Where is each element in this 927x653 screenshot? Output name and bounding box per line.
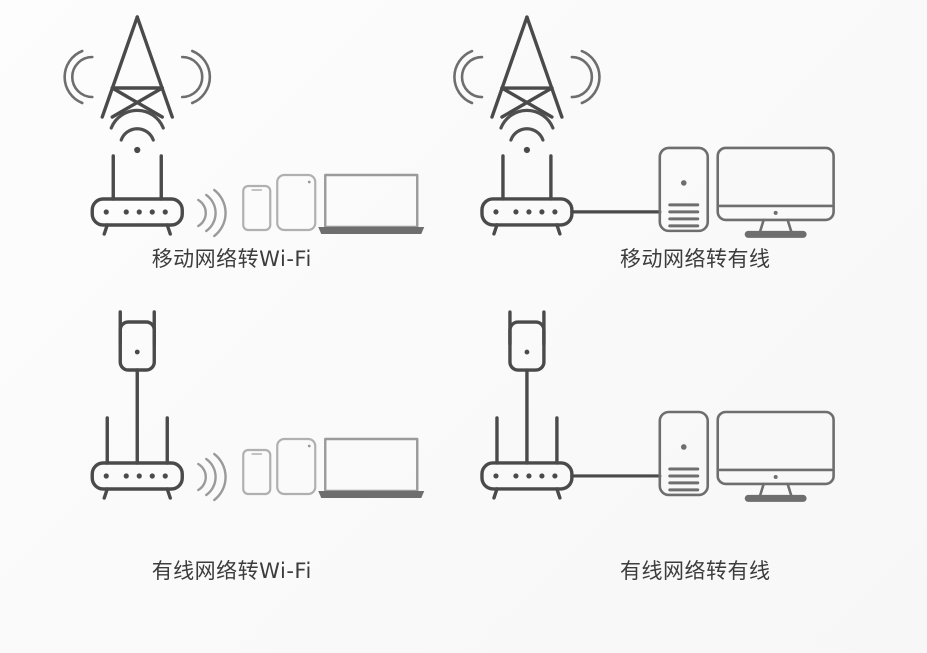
caption-mobile-to-wired: 移动网络转有线 — [620, 247, 771, 271]
wifi-waves-icon — [197, 452, 227, 502]
wifi-signal-icon — [498, 108, 555, 154]
wifi-router-icon — [90, 416, 184, 500]
laptop-icon — [318, 173, 425, 234]
smartphone-icon — [242, 184, 272, 232]
wifi-router-icon — [90, 154, 184, 236]
smartphone-icon — [242, 448, 272, 496]
caption-wired-to-wifi: 有线网络转Wi-Fi — [151, 559, 312, 583]
illustration-mobile-to-wifi — [0, 0, 464, 240]
wall-plug-extender-icon — [118, 310, 156, 372]
wifi-router-icon — [479, 416, 574, 500]
diagram-cell-mobile-to-wifi: 移动网络转Wi-Fi — [0, 0, 464, 300]
tablet-icon — [276, 173, 317, 232]
illustration-wired-to-wifi — [0, 300, 464, 540]
laptop-icon — [318, 437, 425, 498]
illustration-mobile-to-wired — [452, 0, 927, 240]
illustration-wired-to-wired — [464, 300, 927, 540]
diagram-cell-wired-to-wifi: 有线网络转Wi-Fi — [0, 300, 464, 600]
desktop-tower-icon — [657, 146, 709, 233]
desktop-tower-icon — [657, 410, 709, 497]
monitor-icon — [715, 410, 835, 502]
diagram-cell-mobile-to-wired: 移动网络转有线 — [452, 0, 927, 300]
wifi-signal-icon — [109, 108, 165, 154]
wifi-router-icon — [479, 154, 574, 236]
wall-plug-extender-icon — [507, 310, 546, 372]
cell-tower-icon — [63, 15, 212, 119]
tablet-icon — [276, 437, 317, 496]
diagram-cell-wired-to-wired: 有线网络转有线 — [464, 300, 927, 600]
caption-wired-to-wired: 有线网络转有线 — [620, 559, 771, 583]
wifi-waves-icon — [197, 188, 227, 238]
monitor-icon — [715, 146, 835, 238]
caption-mobile-to-wifi: 移动网络转Wi-Fi — [151, 247, 312, 271]
cell-tower-icon — [452, 15, 601, 119]
